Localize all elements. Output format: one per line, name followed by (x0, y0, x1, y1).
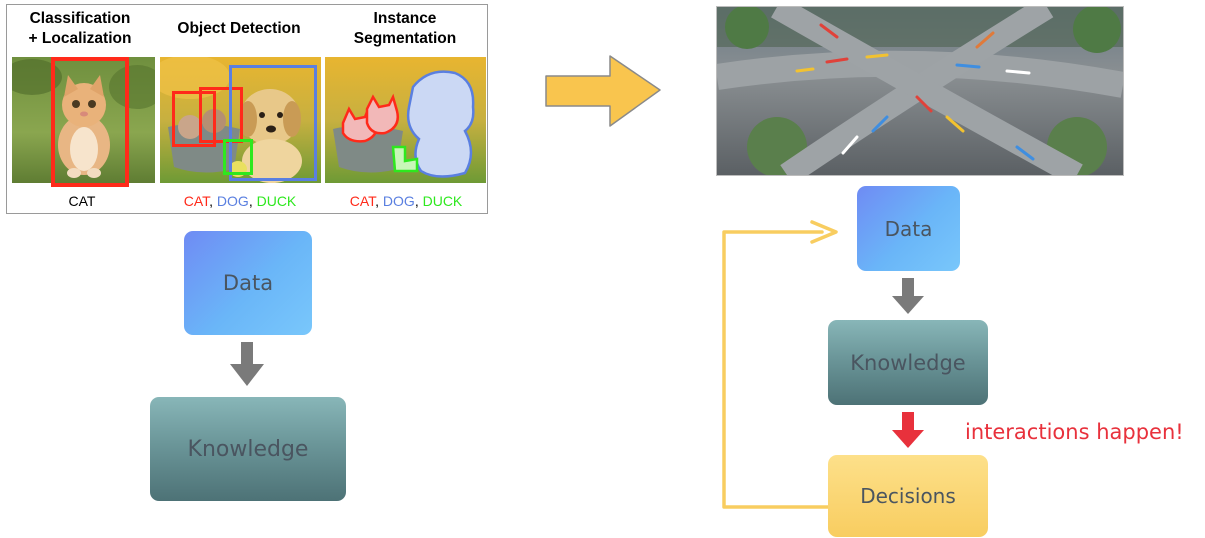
caption-segmentation: CAT, DOG, DUCK (325, 191, 487, 211)
task-title-line: + Localization (28, 30, 132, 47)
left-knowledge-box: Knowledge (150, 397, 346, 501)
right-data-label: Data (884, 216, 933, 241)
right-knowledge-box: Knowledge (828, 320, 988, 405)
label-separator: , (209, 193, 217, 209)
cat-box-1 (172, 91, 216, 147)
caption-detection: CAT, DOG, DUCK (159, 191, 321, 211)
task-title-line: Segmentation (353, 30, 457, 47)
cv-tasks-panel: Classification + Localization Object Det… (6, 4, 488, 214)
task-title-detection: Object Detection (159, 19, 319, 39)
task-title-classification: Classification + Localization (7, 9, 153, 49)
label-dog: DOG (382, 193, 415, 209)
right-decisions-label: Decisions (860, 484, 956, 508)
feedback-loop-arrow (722, 220, 838, 509)
right-down-arrow-gray (892, 278, 924, 314)
right-decisions-box: Decisions (828, 455, 988, 537)
label-cat: CAT (183, 193, 210, 209)
caption-classification: CAT (68, 193, 96, 209)
duck-box (223, 139, 253, 175)
label-separator: , (248, 193, 257, 209)
localization-box (51, 57, 129, 187)
left-down-arrow (230, 342, 264, 386)
cat-box-2 (199, 87, 243, 143)
left-data-label: Data (222, 271, 274, 295)
label-dog: DOG (216, 193, 249, 209)
label-cat: CAT (349, 193, 376, 209)
big-right-arrow (545, 55, 661, 127)
interactions-annotation: interactions happen! (965, 420, 1184, 444)
task-title-line: Classification (29, 10, 131, 27)
left-data-box: Data (184, 231, 312, 335)
task-title-line: Instance (373, 10, 437, 27)
kitten-photo (12, 57, 155, 183)
task-title-line: Object Detection (177, 20, 301, 37)
dog-box (229, 65, 317, 181)
task-title-segmentation: Instance Segmentation (325, 9, 485, 49)
label-separator: , (414, 193, 423, 209)
segmentation-photo (325, 57, 486, 183)
left-knowledge-label: Knowledge (187, 436, 309, 462)
right-data-box: Data (857, 186, 960, 271)
label-duck: DUCK (422, 193, 463, 209)
right-knowledge-label: Knowledge (850, 350, 966, 375)
label-separator: , (375, 193, 383, 209)
city-intersection-photo (716, 6, 1124, 176)
right-down-arrow-red (892, 412, 924, 448)
label-duck: DUCK (256, 193, 297, 209)
